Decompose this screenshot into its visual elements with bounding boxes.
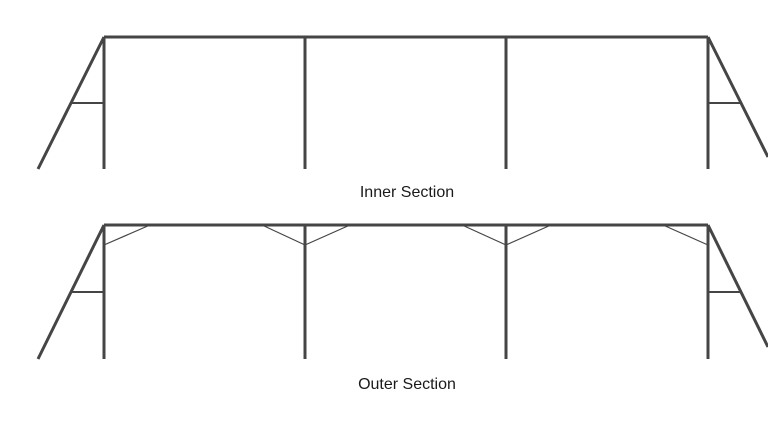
outer-knee-brace-post3-right [505,224,552,246]
outer-knee-brace-post4-left [662,224,709,246]
outer-knee-brace-post2-left [261,224,306,246]
outer-knee-brace-post3-left [461,224,507,246]
outer-section-frame [36,223,768,360]
inner-right-diagonal-leg [706,36,768,158]
inner-section-caption: Inner Section [359,184,455,201]
outer-knee-brace-post1-right [103,224,151,246]
outer-right-diagonal-leg [706,224,768,348]
outer-section-caption: Outer Section [358,376,456,393]
outer-knee-brace-post2-right [304,224,351,246]
inner-section-frame [36,35,768,170]
